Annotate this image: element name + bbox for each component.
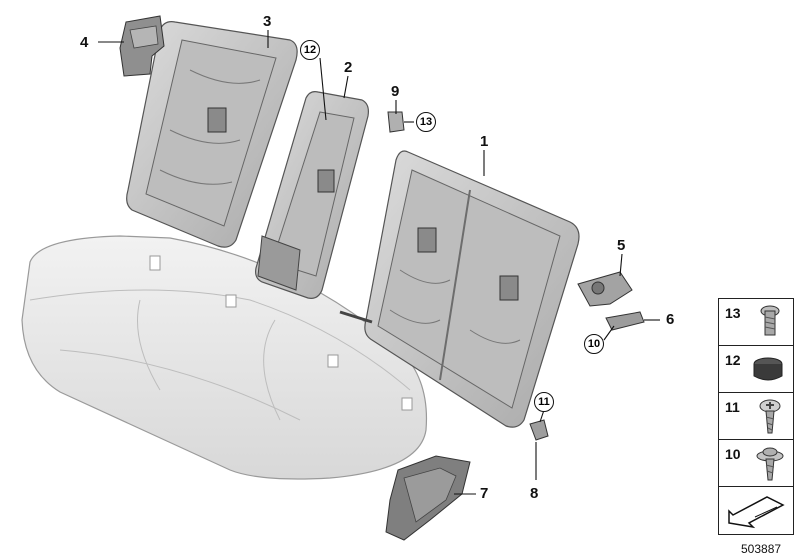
backrest-frame-middle <box>255 91 369 299</box>
callout-9: 9 <box>391 83 400 100</box>
leader-lines <box>98 30 660 495</box>
callout-1: 1 <box>480 133 489 150</box>
seat-cushion <box>21 235 428 480</box>
arrow-symbol-icon <box>728 496 785 529</box>
small-bracket <box>529 419 549 441</box>
document-number: 503887 <box>741 542 782 556</box>
hinge-part <box>577 271 633 307</box>
callout-8: 8 <box>530 485 539 502</box>
legend-item-10: 10 <box>719 440 793 487</box>
legend-item-11: 11 <box>719 393 793 440</box>
callout-2: 2 <box>344 59 353 76</box>
callout-10: 10 <box>584 334 604 354</box>
torx-screw-icon <box>759 399 781 434</box>
latch-plate <box>605 311 645 331</box>
legend-number: 12 <box>725 352 741 368</box>
legend-item-13: 13 <box>719 299 793 346</box>
fastener-legend: 13 12 11 10 <box>718 298 794 535</box>
backrest-frame-left <box>126 21 298 248</box>
legend-number: 11 <box>725 399 740 415</box>
clip-part <box>387 111 405 133</box>
callout-7: 7 <box>480 485 489 502</box>
flange-screw-icon <box>756 447 784 481</box>
cap-plug-icon <box>753 357 783 381</box>
callout-12: 12 <box>300 40 320 60</box>
legend-number: 10 <box>725 446 741 462</box>
callout-11: 11 <box>534 392 554 412</box>
legend-item-12: 12 <box>719 346 793 393</box>
callout-6: 6 <box>666 311 675 328</box>
hinge-bracket <box>119 15 165 77</box>
backrest-frame-right <box>339 150 580 428</box>
seat-cover-part <box>385 455 471 541</box>
legend-item-arrow <box>719 487 793 534</box>
callout-3: 3 <box>263 13 272 30</box>
callout-4: 4 <box>80 34 89 51</box>
torx-bolt-icon <box>760 305 780 336</box>
legend-number: 13 <box>725 305 741 321</box>
callout-5: 5 <box>617 237 626 254</box>
callout-13: 13 <box>416 112 436 132</box>
